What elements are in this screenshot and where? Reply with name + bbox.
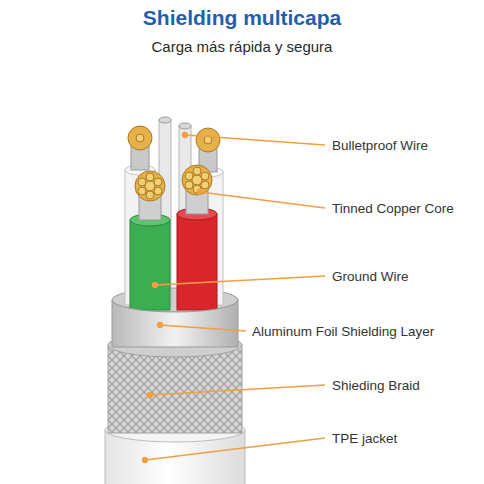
part-label: Tinned Copper Core — [332, 201, 454, 216]
red-wire — [177, 165, 217, 310]
shielding-braid — [108, 333, 242, 433]
leader-lines — [143, 133, 326, 463]
aluminum-foil — [112, 300, 238, 347]
part-label: Aluminum Foil Shielding Layer — [252, 324, 434, 339]
title: Shielding multicapa — [0, 6, 484, 30]
green-wire — [130, 171, 170, 310]
part-label: TPE jacket — [332, 431, 397, 446]
subtitle: Carga más rápida y segura — [0, 38, 484, 55]
part-label: Bulletproof Wire — [332, 138, 428, 153]
part-label: Shieding Braid — [332, 378, 420, 393]
part-label: Ground Wire — [332, 269, 409, 284]
